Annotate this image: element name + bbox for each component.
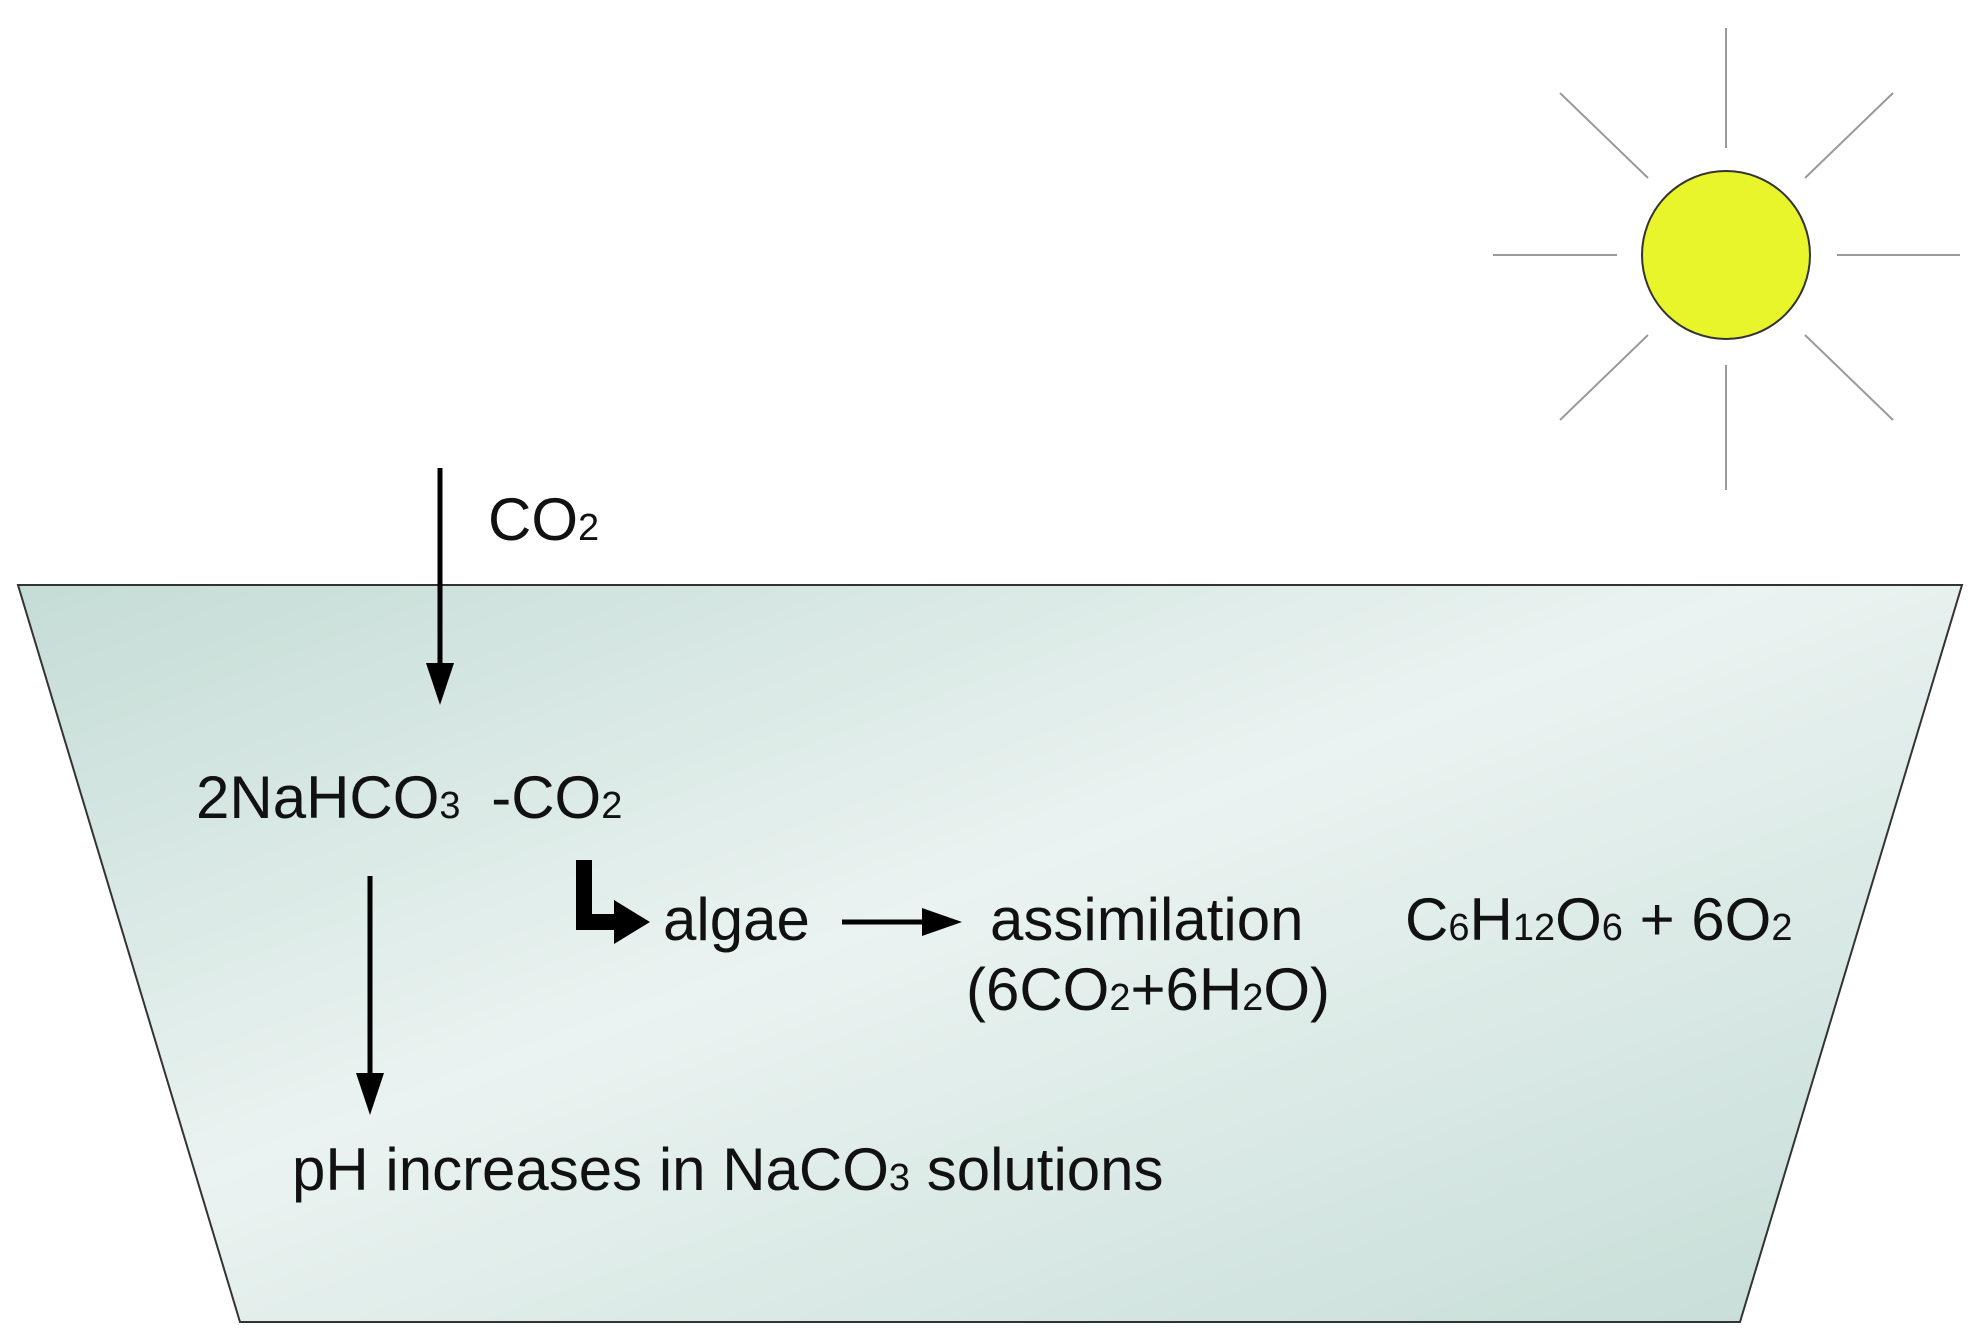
bent-arrow-icon [576, 860, 650, 944]
glucose-oxygen-product-label: C6H12O6 + 6O2 [1405, 886, 1792, 953]
bicarbonate-label: 2NaHCO3 -CO2 [196, 764, 622, 831]
arrow-right-icon [842, 908, 962, 936]
arrow-down-icon [356, 876, 384, 1115]
algae-label: algae [663, 886, 810, 953]
sun-disc [1641, 170, 1811, 340]
assimilation-equation-label: (6CO2+6H2O) [966, 956, 1330, 1023]
assimilation-label: assimilation [990, 886, 1303, 953]
ph-increase-label: pH increases in NaCO3 solutions [292, 1136, 1164, 1203]
sun-icon [1493, 28, 1960, 490]
arrow-down-icon [426, 468, 454, 705]
sun-rays [1493, 28, 1960, 490]
water-container [16, 584, 1964, 1323]
co2-input-label: CO2 [488, 486, 599, 553]
